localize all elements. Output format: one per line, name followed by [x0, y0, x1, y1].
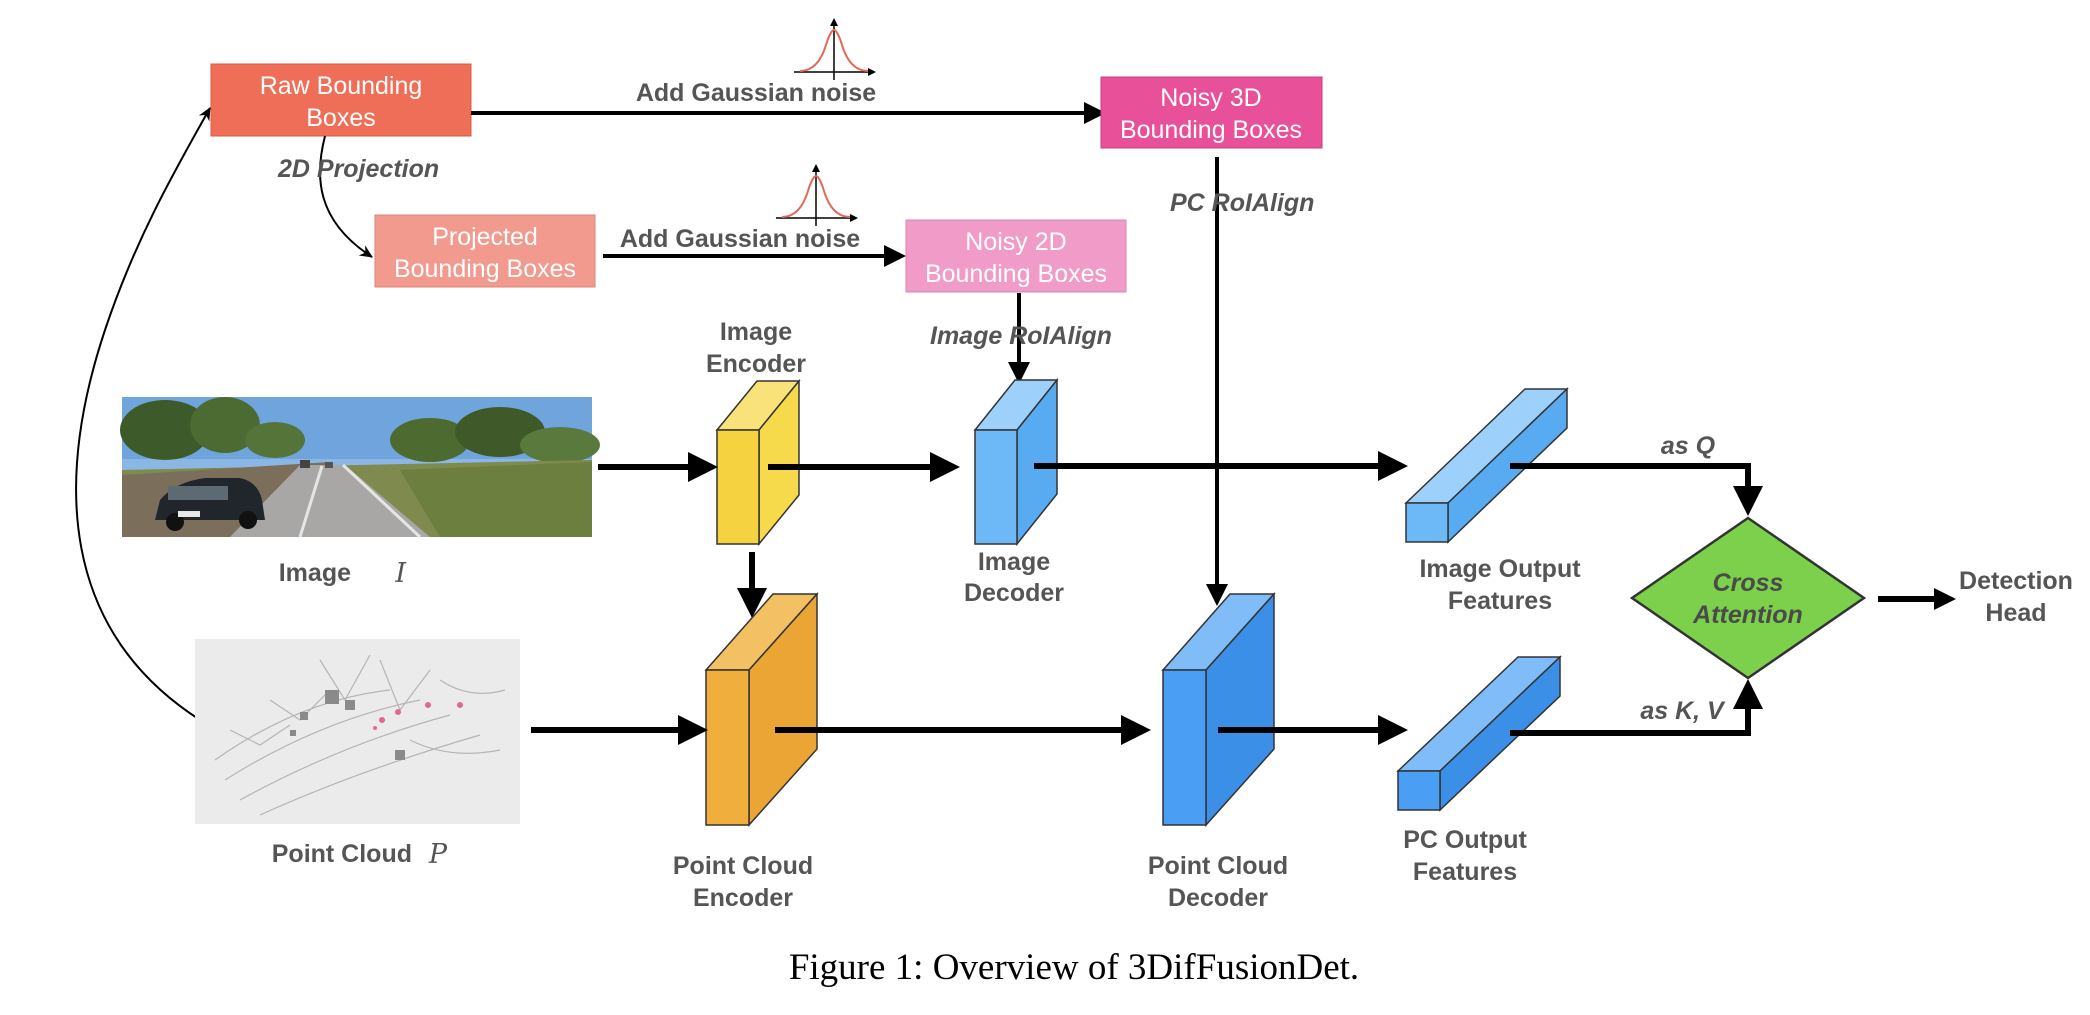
raw-bounding-boxes: Raw Bounding Boxes [210, 63, 472, 137]
point-cloud-label: Point Cloud [272, 840, 412, 868]
image-output-features-block [1404, 387, 1569, 544]
input-point-cloud [195, 639, 520, 824]
image-encoder-block [715, 378, 801, 547]
point-cloud-encoder-block [704, 592, 819, 827]
raw-box-line2: Boxes [306, 104, 375, 132]
image-input-label: Image [279, 559, 351, 587]
noisy3d-line1: Noisy 3D [1160, 84, 1261, 112]
projected-line1: Projected [432, 223, 538, 251]
noisy2d-line1: Noisy 2D [965, 228, 1066, 256]
detection-head-line1: Detection [1959, 567, 2073, 595]
cross-attention-block: Cross Attention [1629, 516, 1867, 680]
arrow-as-q [1510, 463, 1763, 516]
arrow-2d-projection [318, 135, 373, 258]
image-decoder-line1: Image [978, 548, 1050, 576]
gaussian-noise-label-top: Add Gaussian noise [636, 79, 876, 107]
image-encoder-line2: Encoder [706, 350, 806, 378]
pc-roialign-label: PC RoIAlign [1170, 189, 1314, 217]
figure-caption: Figure 1: Overview of 3DifFusionDet. [789, 947, 1359, 988]
pc-decoder-line2: Decoder [1168, 884, 1268, 912]
gaussian-icon-2 [776, 164, 858, 226]
pc-encoder-line2: Encoder [693, 884, 793, 912]
image-encoder-line1: Image [720, 318, 792, 346]
image-roialign-label: Image RoIAlign [930, 322, 1112, 350]
projected-line2: Bounding Boxes [394, 255, 576, 283]
pc-decoder-line1: Point Cloud [1148, 852, 1288, 880]
raw-box-line1: Raw Bounding [260, 72, 423, 100]
as-q-label: as Q [1661, 432, 1716, 460]
noisy2d-line2: Bounding Boxes [925, 260, 1107, 288]
gaussian-icon [794, 18, 876, 80]
pc-features-line1: PC Output [1403, 826, 1527, 854]
detection-head-line2: Head [1985, 599, 2046, 627]
noisy-3d-bounding-boxes: Noisy 3D Bounding Boxes [1100, 76, 1323, 149]
pc-encoder-line1: Point Cloud [673, 852, 813, 880]
as-kv-label: as K, V [1640, 697, 1726, 725]
image-decoder-block [973, 377, 1059, 547]
cross-attention-line2: Attention [1692, 601, 1803, 629]
arrow-pointcloud-to-raw [75, 107, 211, 721]
image-features-line1: Image Output [1419, 555, 1581, 583]
arrow-as-kv [1510, 679, 1763, 736]
image-input-symbol: I [394, 558, 407, 589]
noisy3d-line2: Bounding Boxes [1120, 116, 1302, 144]
image-features-line2: Features [1448, 587, 1552, 615]
cross-attention-line1: Cross [1713, 569, 1784, 597]
pc-features-line2: Features [1413, 858, 1517, 886]
image-decoder-line2: Decoder [964, 579, 1064, 607]
pc-output-features-block [1396, 655, 1562, 812]
point-cloud-symbol: P [428, 839, 448, 870]
projection-2d-label: 2D Projection [277, 155, 439, 183]
point-cloud-decoder-block [1161, 592, 1276, 827]
projected-bounding-boxes: Projected Bounding Boxes [374, 214, 596, 288]
gaussian-noise-label-mid: Add Gaussian noise [620, 225, 860, 253]
noisy-2d-bounding-boxes: Noisy 2D Bounding Boxes [905, 219, 1127, 293]
input-image [120, 397, 600, 539]
